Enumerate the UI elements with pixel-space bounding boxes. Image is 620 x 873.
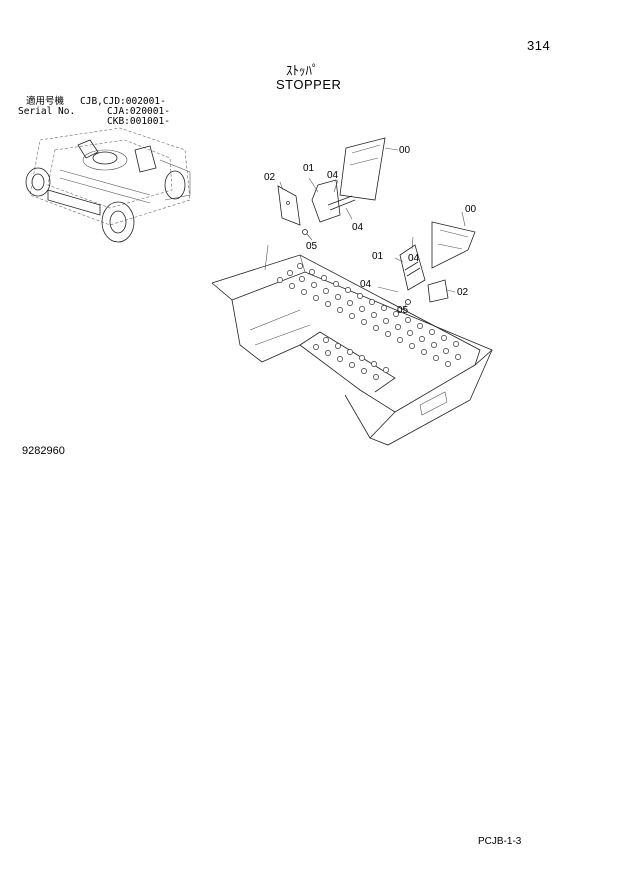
callout-00-top: 00 [399, 145, 411, 156]
page-number: 314 [527, 38, 551, 53]
serial-range-1: CJB,CJD:002001- [80, 96, 166, 107]
callout-00-right: 00 [465, 204, 477, 215]
plate-02-left [277, 185, 301, 226]
callout-02-left: 02 [264, 172, 276, 183]
callout-04-d: 04 [360, 279, 372, 290]
serial-label-japanese: 適用号機 [26, 96, 65, 107]
machine-overview-sketch [25, 127, 191, 243]
stopper-right-parts [377, 211, 476, 311]
perforation-holes [277, 263, 461, 380]
serial-range-3: CKB:001001- [107, 116, 170, 127]
plate-04-left [327, 195, 356, 211]
callout-04-b: 04 [352, 222, 364, 233]
plate-04-right [404, 261, 421, 277]
cover-00-left [339, 137, 386, 201]
callout-05-left: 05 [306, 241, 318, 252]
bracket-01-right [399, 244, 426, 291]
step-platform-assembly [211, 244, 493, 446]
footer-code: PCJB-1-3 [478, 836, 522, 847]
callout-01-right: 01 [372, 251, 384, 262]
serial-label: Serial No. [18, 106, 76, 117]
callout-05-right: 05 [397, 305, 409, 316]
stopper-left-parts [277, 137, 399, 241]
page-title: STOPPER [276, 77, 342, 92]
serial-range-2: CJA:020001- [107, 106, 170, 117]
cover-00-right [431, 221, 476, 269]
callout-04-a: 04 [327, 170, 339, 181]
callout-04-c: 04 [408, 253, 420, 264]
callout-02-right: 02 [457, 287, 469, 298]
callout-01-top: 01 [303, 163, 315, 174]
bolt-05-left [302, 229, 308, 235]
document-number: 9282960 [22, 445, 65, 457]
plate-02-right [427, 279, 449, 303]
title-japanese: ｽﾄｯﾊﾟ [286, 64, 319, 79]
bolt-05-right [405, 299, 411, 305]
bracket-01-left [311, 179, 341, 223]
